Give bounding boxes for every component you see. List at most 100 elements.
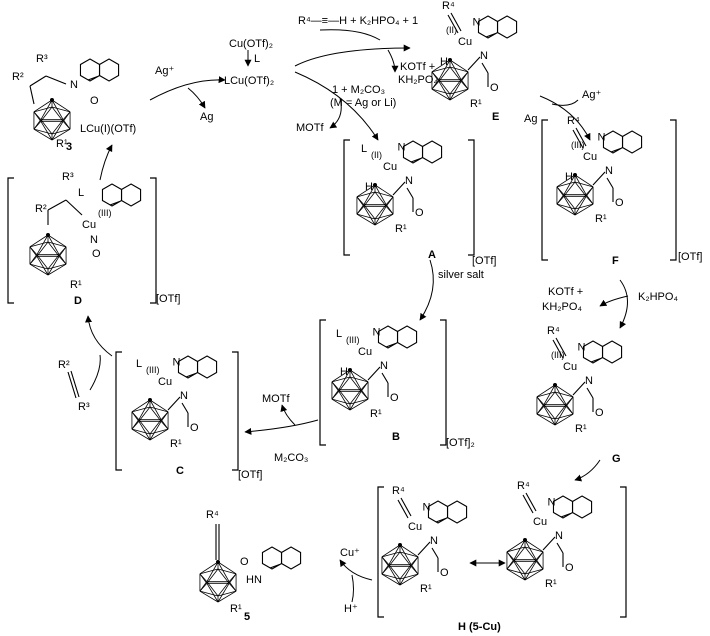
complex-C-r1: R¹ — [170, 438, 182, 450]
compound-labels: 3 5 A B C D E F G H (5-Cu) — [66, 111, 621, 633]
complex-H2-o-atom: O — [565, 562, 574, 574]
complex-F-cu-ox: (III) — [571, 140, 585, 150]
cu-otf2-label: Cu(OTf)₂ — [229, 38, 273, 50]
complex-D-r2: R² — [35, 203, 47, 215]
arrow-H-to-5 — [339, 559, 373, 581]
complex-A-cu: Cu — [383, 161, 397, 173]
complex-D-cu-ox: (III) — [98, 208, 112, 218]
counterion-B: [OTf]₂ — [446, 437, 475, 449]
kotf-top-label: KOTf + — [400, 61, 435, 73]
ag-plus-left-label: Ag⁺ — [155, 65, 174, 77]
complex-F-r1: R¹ — [595, 213, 607, 225]
ag-left-label: Ag — [200, 111, 213, 123]
quinoline-ring — [552, 495, 593, 519]
arrow-lcu-to-A — [294, 71, 379, 141]
carborane-cage — [356, 183, 394, 226]
quinoline-ring — [261, 546, 302, 570]
arrow-E-to-F — [539, 95, 591, 141]
complex-H1-r4: R⁴ — [392, 485, 405, 497]
m2co3-mid-label: M₂CO₃ — [274, 452, 308, 464]
complex-B-r1: R¹ — [370, 408, 382, 420]
label-A: A — [428, 249, 436, 261]
label-B: B — [392, 431, 400, 443]
arrow-3-to-lcu — [149, 76, 226, 101]
carborane-cage — [431, 58, 469, 101]
product-3-r2: R² — [12, 71, 24, 83]
complex-E-n-quinoline: N — [472, 17, 480, 29]
product-5-n: N — [254, 574, 262, 586]
reagent-labels: Cu(OTf)₂ L LCu(OTf)₂ Ag⁺ Ag LCu(I)(OTf) … — [80, 15, 678, 615]
bracket-H-right — [620, 486, 627, 618]
complex-D-l: L — [78, 187, 84, 199]
complex-E-cu-ox: (II) — [446, 25, 457, 35]
arrow-B-to-C — [244, 419, 319, 435]
label-5: 5 — [244, 611, 250, 623]
complex-D-n-amide: N — [90, 234, 98, 246]
complex-H1-n-amide: N — [430, 535, 438, 547]
product-5-r4: R⁴ — [206, 509, 219, 521]
carborane-cage — [131, 398, 169, 441]
product-5-nh-h: H — [246, 574, 254, 586]
complex-G-n-amide: N — [585, 375, 593, 387]
complex-E-r1: R¹ — [470, 98, 482, 110]
quinoline-ring — [427, 500, 468, 524]
bracket-A-left — [343, 139, 350, 256]
complex-A-cu-ox: (II) — [371, 150, 382, 160]
kh2po4-top-label: KH₂PO₄ — [398, 74, 438, 86]
counterion-F: [OTf] — [678, 251, 702, 263]
alkyne-left-r2: R² — [58, 359, 70, 371]
label-D: D — [74, 295, 82, 307]
complex-C-o-atom: O — [190, 422, 199, 434]
silver-salt-label: silver salt — [438, 269, 484, 281]
complex-H1-r1: R¹ — [420, 583, 432, 595]
arrow-motf-out — [329, 97, 342, 129]
complex-H1-n-quinoline: N — [422, 502, 430, 514]
arrow-A-to-B — [419, 259, 434, 321]
complex-C-cu: Cu — [158, 376, 172, 388]
complex-H2-n-quinoline: N — [547, 497, 555, 509]
alkyne-reagent-label: R⁴—≡—H + K₂HPO₄ + 1 — [298, 15, 418, 27]
quinoline-ring — [477, 15, 518, 39]
arrow-kotf-out-right — [599, 295, 629, 307]
counterion-labels: [OTf] [OTf]₂ [OTf] [OTf] [OTf] — [156, 251, 702, 481]
complex-E-h-atom: H — [440, 56, 448, 68]
complex-F-n-quinoline: N — [597, 132, 605, 144]
complex-A-n-quinoline: N — [397, 142, 405, 154]
arrow-kotf-out — [387, 49, 399, 73]
quinoline-ring — [377, 325, 418, 349]
complex-H2-cu: Cu — [533, 516, 547, 528]
lcu-otf2-label: LCu(OTf)₂ — [224, 75, 274, 87]
complex-B-l-ligand: L — [336, 328, 342, 340]
complex-B-cu: Cu — [358, 346, 372, 358]
complex-H2-n-amide: N — [555, 530, 563, 542]
complex-G-r1: R¹ — [575, 423, 587, 435]
label-F: F — [612, 255, 619, 267]
bracket-A-right — [468, 139, 475, 256]
complex-E-r4: R⁴ — [442, 0, 455, 12]
carborane-cage — [381, 543, 419, 586]
complex-C-cu-ox: (III) — [146, 365, 160, 375]
quinoline-ring — [602, 130, 643, 154]
quinoline-ring — [101, 183, 142, 207]
complex-F-o-atom: O — [615, 197, 624, 209]
quinoline-ring — [177, 355, 218, 379]
complex-C-n-quinoline: N — [172, 357, 180, 369]
arrow-alkyne-in-left — [89, 354, 101, 391]
L-ligand-label: L — [254, 53, 260, 65]
bracket-B-left — [319, 319, 326, 446]
kotf-right-label: KOTf + — [548, 286, 583, 298]
alkyne-left-r3: R³ — [78, 401, 90, 413]
complex-B-n-amide: N — [380, 360, 388, 372]
complex-H1-o-atom: O — [440, 567, 449, 579]
